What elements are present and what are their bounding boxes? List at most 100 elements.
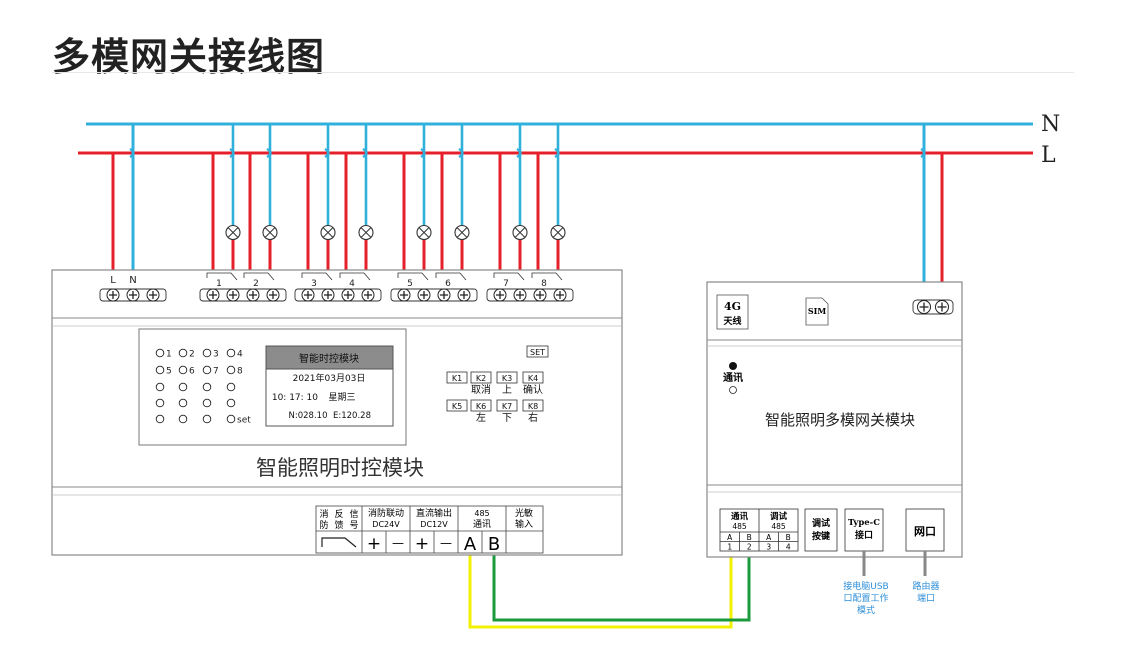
light-sensor-label: 光敏 — [515, 507, 533, 519]
relay-contact-bracket — [301, 272, 333, 281]
terminal-screw-cross — [129, 291, 137, 299]
key-caption: 左 — [476, 411, 486, 424]
display-date: 2021年03月03日 — [293, 372, 366, 384]
led-indicator — [226, 414, 236, 424]
usb-note-line-2: 口配置工作 — [843, 592, 888, 604]
network-port: 网口 — [905, 508, 945, 552]
key-k6[interactable]: K6左 — [470, 399, 492, 424]
key-k5[interactable]: K5 — [446, 399, 468, 412]
usb-note-line-1: 接电脑USB — [843, 580, 888, 592]
usb-note: 接电脑USB 口配置工作 模式 — [843, 551, 889, 616]
terminal-screw-cross — [536, 291, 544, 299]
led-label: 3 — [213, 350, 219, 360]
port-pin-3: 3 — [766, 543, 771, 552]
led-indicator — [226, 348, 236, 358]
lamp-icon-cross — [322, 227, 334, 238]
typec-label-1: Type-C — [848, 518, 880, 528]
terminal-screw-cross — [249, 291, 257, 299]
port-pin-2: 2 — [747, 543, 752, 552]
wire-crossover — [362, 147, 368, 159]
led-indicator — [178, 365, 188, 375]
terminal-screw-cross — [209, 291, 217, 299]
led-indicator — [202, 365, 212, 375]
port-comm-485: 485 — [732, 522, 747, 531]
wires — [78, 122, 1033, 629]
relay-contact-bracket — [435, 272, 467, 281]
timer-display: 智能时控模块 2021年03月03日 10: 17: 10 星期三 N:028.… — [265, 345, 394, 427]
led-indicator — [226, 398, 236, 408]
typec-label-2: 接口 — [855, 529, 873, 541]
key-caption: 右 — [528, 411, 538, 424]
dc-output-minus: — — [440, 536, 452, 550]
terminal-screw-cross — [109, 291, 117, 299]
sim-slot: SIM — [805, 297, 829, 326]
key-caption: 确认 — [523, 383, 543, 396]
relay-number: 1 — [216, 279, 222, 289]
key-id: K6 — [476, 402, 486, 411]
debug-key-label-1: 调试 — [812, 517, 830, 529]
terminal-screw-cross — [440, 291, 448, 299]
led-indicator — [155, 382, 165, 392]
timer-bottom-terminals: 消 反 信 防 馈 号 消防联动 DC24V 直流输出 DC12V 485 通讯… — [315, 505, 544, 555]
page-title: 多模网关接线图 — [52, 35, 326, 79]
port-debug-label: 调试 — [770, 511, 788, 522]
key-id: K8 — [528, 402, 538, 411]
key-k1[interactable]: K1 — [446, 371, 468, 384]
port-comm-label: 通讯 — [731, 511, 749, 522]
title-divider — [52, 72, 1074, 73]
display-header: 智能时控模块 — [299, 352, 359, 365]
led-indicator — [226, 365, 236, 375]
key-caption: 下 — [502, 413, 512, 424]
key-frame — [496, 399, 518, 412]
led-label: 5 — [166, 367, 172, 377]
lamp-icon-cross — [418, 227, 430, 238]
key-id: K1 — [452, 374, 462, 383]
fire-link-plus: + — [367, 534, 381, 554]
terminal-screw-cross — [556, 291, 564, 299]
live-line-label: L — [1041, 143, 1056, 168]
terminal-a: A — [464, 534, 477, 555]
port-pin-4: 4 — [786, 543, 791, 552]
led-indicator — [202, 414, 212, 424]
led-label: set — [237, 416, 251, 426]
key-k8[interactable]: K8右 — [522, 399, 544, 424]
led-indicator — [155, 365, 165, 375]
timer-terminal-blocks — [99, 288, 574, 302]
key-id: K5 — [452, 402, 462, 411]
led-indicator — [155, 348, 165, 358]
dc-output-label: 直流输出 — [416, 507, 452, 519]
key-frame — [446, 371, 468, 384]
terminal-block — [390, 288, 478, 302]
key-caption: 取消 — [471, 383, 491, 396]
gateway-power-terminals — [912, 299, 954, 315]
set-key[interactable]: SET — [526, 345, 549, 358]
key-frame — [446, 399, 468, 412]
light-sensor-sub: 输入 — [515, 518, 533, 530]
wire-crossover — [920, 147, 926, 159]
rs485-b-wire — [492, 551, 751, 622]
port-pin-1: 1 — [727, 543, 732, 552]
terminal-screw-cross — [269, 291, 277, 299]
relay-contact-bracket — [493, 272, 525, 281]
terminal-screw-cross — [149, 291, 157, 299]
wire-crossover — [554, 147, 560, 159]
fire-signal-char: 号 — [349, 520, 358, 531]
rs485-port-block: 通讯 485 调试 485 A B A B 1 2 3 4 — [719, 508, 799, 552]
terminal-block — [294, 288, 382, 302]
debug-key[interactable]: 调试 按键 — [804, 508, 838, 552]
terminal-block — [199, 288, 287, 302]
fire-signal-char: 馈 — [334, 519, 343, 531]
key-k7[interactable]: K7下 — [496, 399, 518, 424]
led-label: 4 — [237, 350, 243, 360]
comm-485-sub: 通讯 — [473, 519, 491, 530]
key-k3[interactable]: K3上 — [496, 371, 518, 396]
relay-contact-bracket — [206, 272, 238, 281]
lamp-icon-cross — [264, 227, 276, 238]
key-frame — [470, 371, 492, 384]
terminal-screw-cross — [344, 291, 352, 299]
display-latitude: N:028.10 — [289, 411, 328, 421]
key-frame — [522, 399, 544, 412]
led-label: 2 — [189, 350, 195, 360]
